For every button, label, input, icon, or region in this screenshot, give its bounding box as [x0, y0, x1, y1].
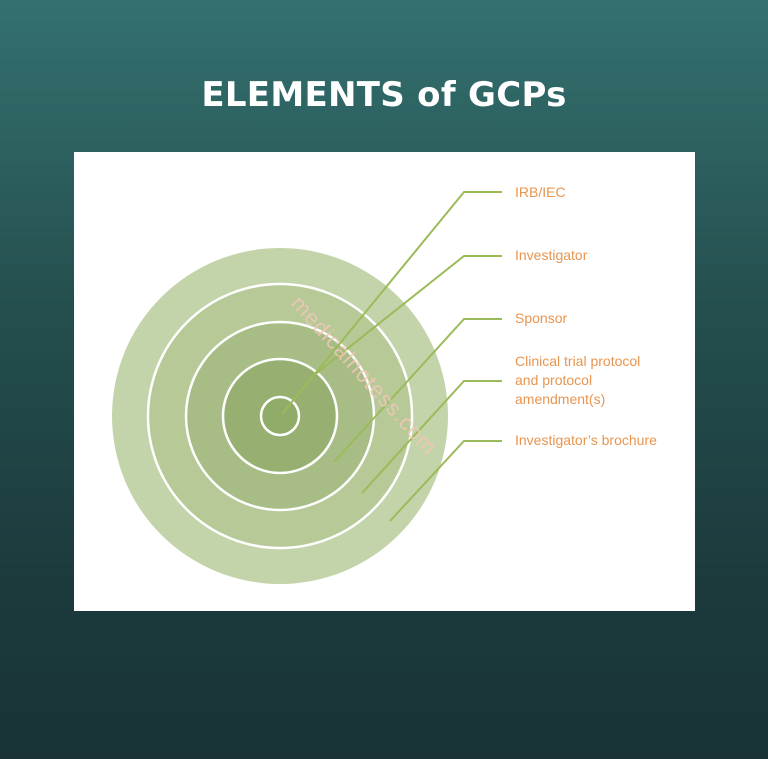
element-label-1: IRB/IEC — [515, 184, 566, 200]
element-label-line: amendment(s) — [515, 391, 605, 407]
element-label-line: and protocol — [515, 372, 592, 388]
element-label-line: IRB/IEC — [515, 184, 566, 200]
leader-line-3 — [333, 318, 502, 463]
element-label-2: Investigator — [515, 247, 588, 263]
element-label-line: Clinical trial protocol — [515, 353, 640, 369]
leader-line-5 — [389, 440, 502, 522]
leader-line-1 — [281, 191, 502, 415]
element-label-5: Investigator’s brochure — [515, 432, 657, 448]
element-label-line: Sponsor — [515, 310, 567, 326]
element-label-line: Investigator — [515, 247, 588, 263]
element-label-3: Sponsor — [515, 310, 567, 326]
ring-5 — [259, 395, 301, 437]
leader-line-2 — [312, 255, 502, 377]
page-title: ELEMENTS of GCPs — [201, 75, 567, 115]
element-label-line: Investigator’s brochure — [515, 432, 657, 448]
leader-line-4 — [361, 380, 502, 494]
element-label-4: Clinical trial protocol and protocol amend… — [515, 353, 640, 407]
